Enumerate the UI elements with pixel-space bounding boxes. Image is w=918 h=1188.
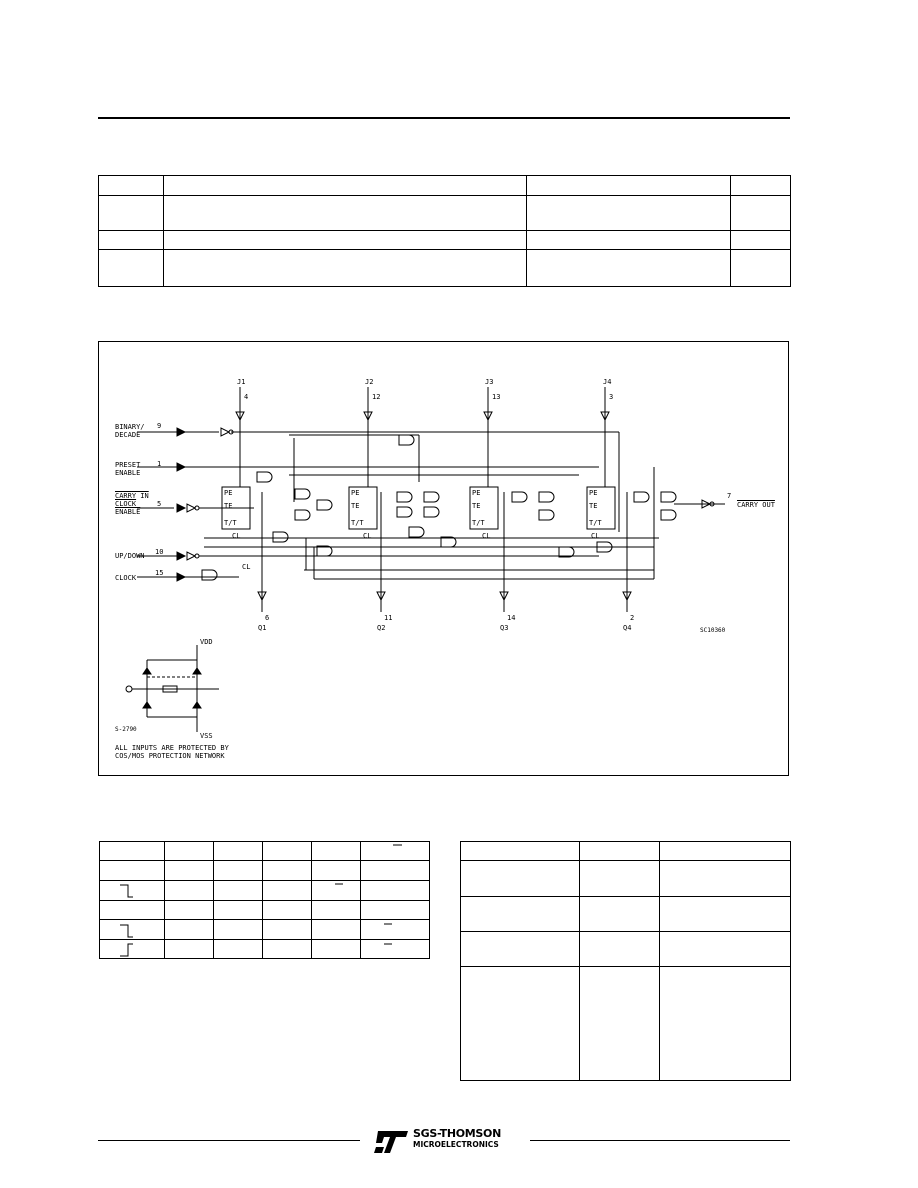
q1-label: Q1 — [258, 624, 267, 632]
vdd-label: VDD — [200, 638, 213, 646]
pin-preset-enable: 1 — [157, 460, 162, 468]
truth-table — [99, 841, 430, 959]
footer-brand: SGS-THOMSON MICROELECTRONICS — [413, 1127, 502, 1150]
pin-j4: 3 — [609, 393, 614, 401]
pin-up-down: 10 — [155, 548, 164, 556]
ff3-pe: PE — [472, 489, 481, 497]
binary-decade-label: BINARY/DECADE — [115, 423, 145, 439]
pin-q4: 2 — [630, 614, 635, 622]
pin-carry-in: 5 — [157, 500, 162, 508]
ff3-cl: CL — [482, 532, 491, 540]
ff4-t: T/T — [589, 519, 602, 527]
top-table — [98, 175, 791, 287]
footer-rule-left — [98, 1140, 360, 1141]
clock-label: CLOCK — [115, 574, 137, 582]
q2-label: Q2 — [377, 624, 386, 632]
protection-code: S-2790 — [115, 726, 137, 733]
carry-out-label: CARRY OUT — [737, 501, 775, 509]
ff3-te: TE — [472, 502, 481, 510]
pin-q2: 11 — [384, 614, 393, 622]
logic-diagram-drawing — [125, 387, 725, 732]
j3-label: J3 — [485, 378, 494, 386]
j1-label: J1 — [237, 378, 246, 386]
ff2-te: TE — [351, 502, 360, 510]
footer-rule-right — [530, 1140, 790, 1141]
ff1-te: TE — [224, 502, 233, 510]
ff1-cl: CL — [232, 532, 241, 540]
figure-code: SC10360 — [700, 627, 726, 634]
ff4-cl: CL — [591, 532, 600, 540]
ff1-t: T/T — [224, 519, 237, 527]
ff2-cl: CL — [363, 532, 372, 540]
pin-j1: 4 — [244, 393, 249, 401]
q4-label: Q4 — [623, 624, 632, 632]
ff3-t: T/T — [472, 519, 485, 527]
pin-binary-decade: 9 — [157, 422, 162, 430]
ff4-te: TE — [589, 502, 598, 510]
ff4-pe: PE — [589, 489, 598, 497]
ff2-pe: PE — [351, 489, 360, 497]
pin-q1: 6 — [265, 614, 270, 622]
up-down-label: UP/DOWN — [115, 552, 145, 560]
pin-clock: 15 — [155, 569, 164, 577]
info-table — [460, 841, 791, 1081]
vss-label: VSS — [200, 732, 213, 740]
pin-q3: 14 — [507, 614, 516, 622]
pin-carry-out: 7 — [727, 492, 732, 500]
ff1-pe: PE — [224, 489, 233, 497]
q3-label: Q3 — [500, 624, 509, 632]
clock-cl-label: CL — [242, 563, 251, 571]
ff2-t: T/T — [351, 519, 364, 527]
j2-label: J2 — [365, 378, 374, 386]
pin-j2: 12 — [372, 393, 381, 401]
j4-label: J4 — [603, 378, 612, 386]
pin-j3: 13 — [492, 393, 501, 401]
header-rule — [98, 117, 790, 119]
